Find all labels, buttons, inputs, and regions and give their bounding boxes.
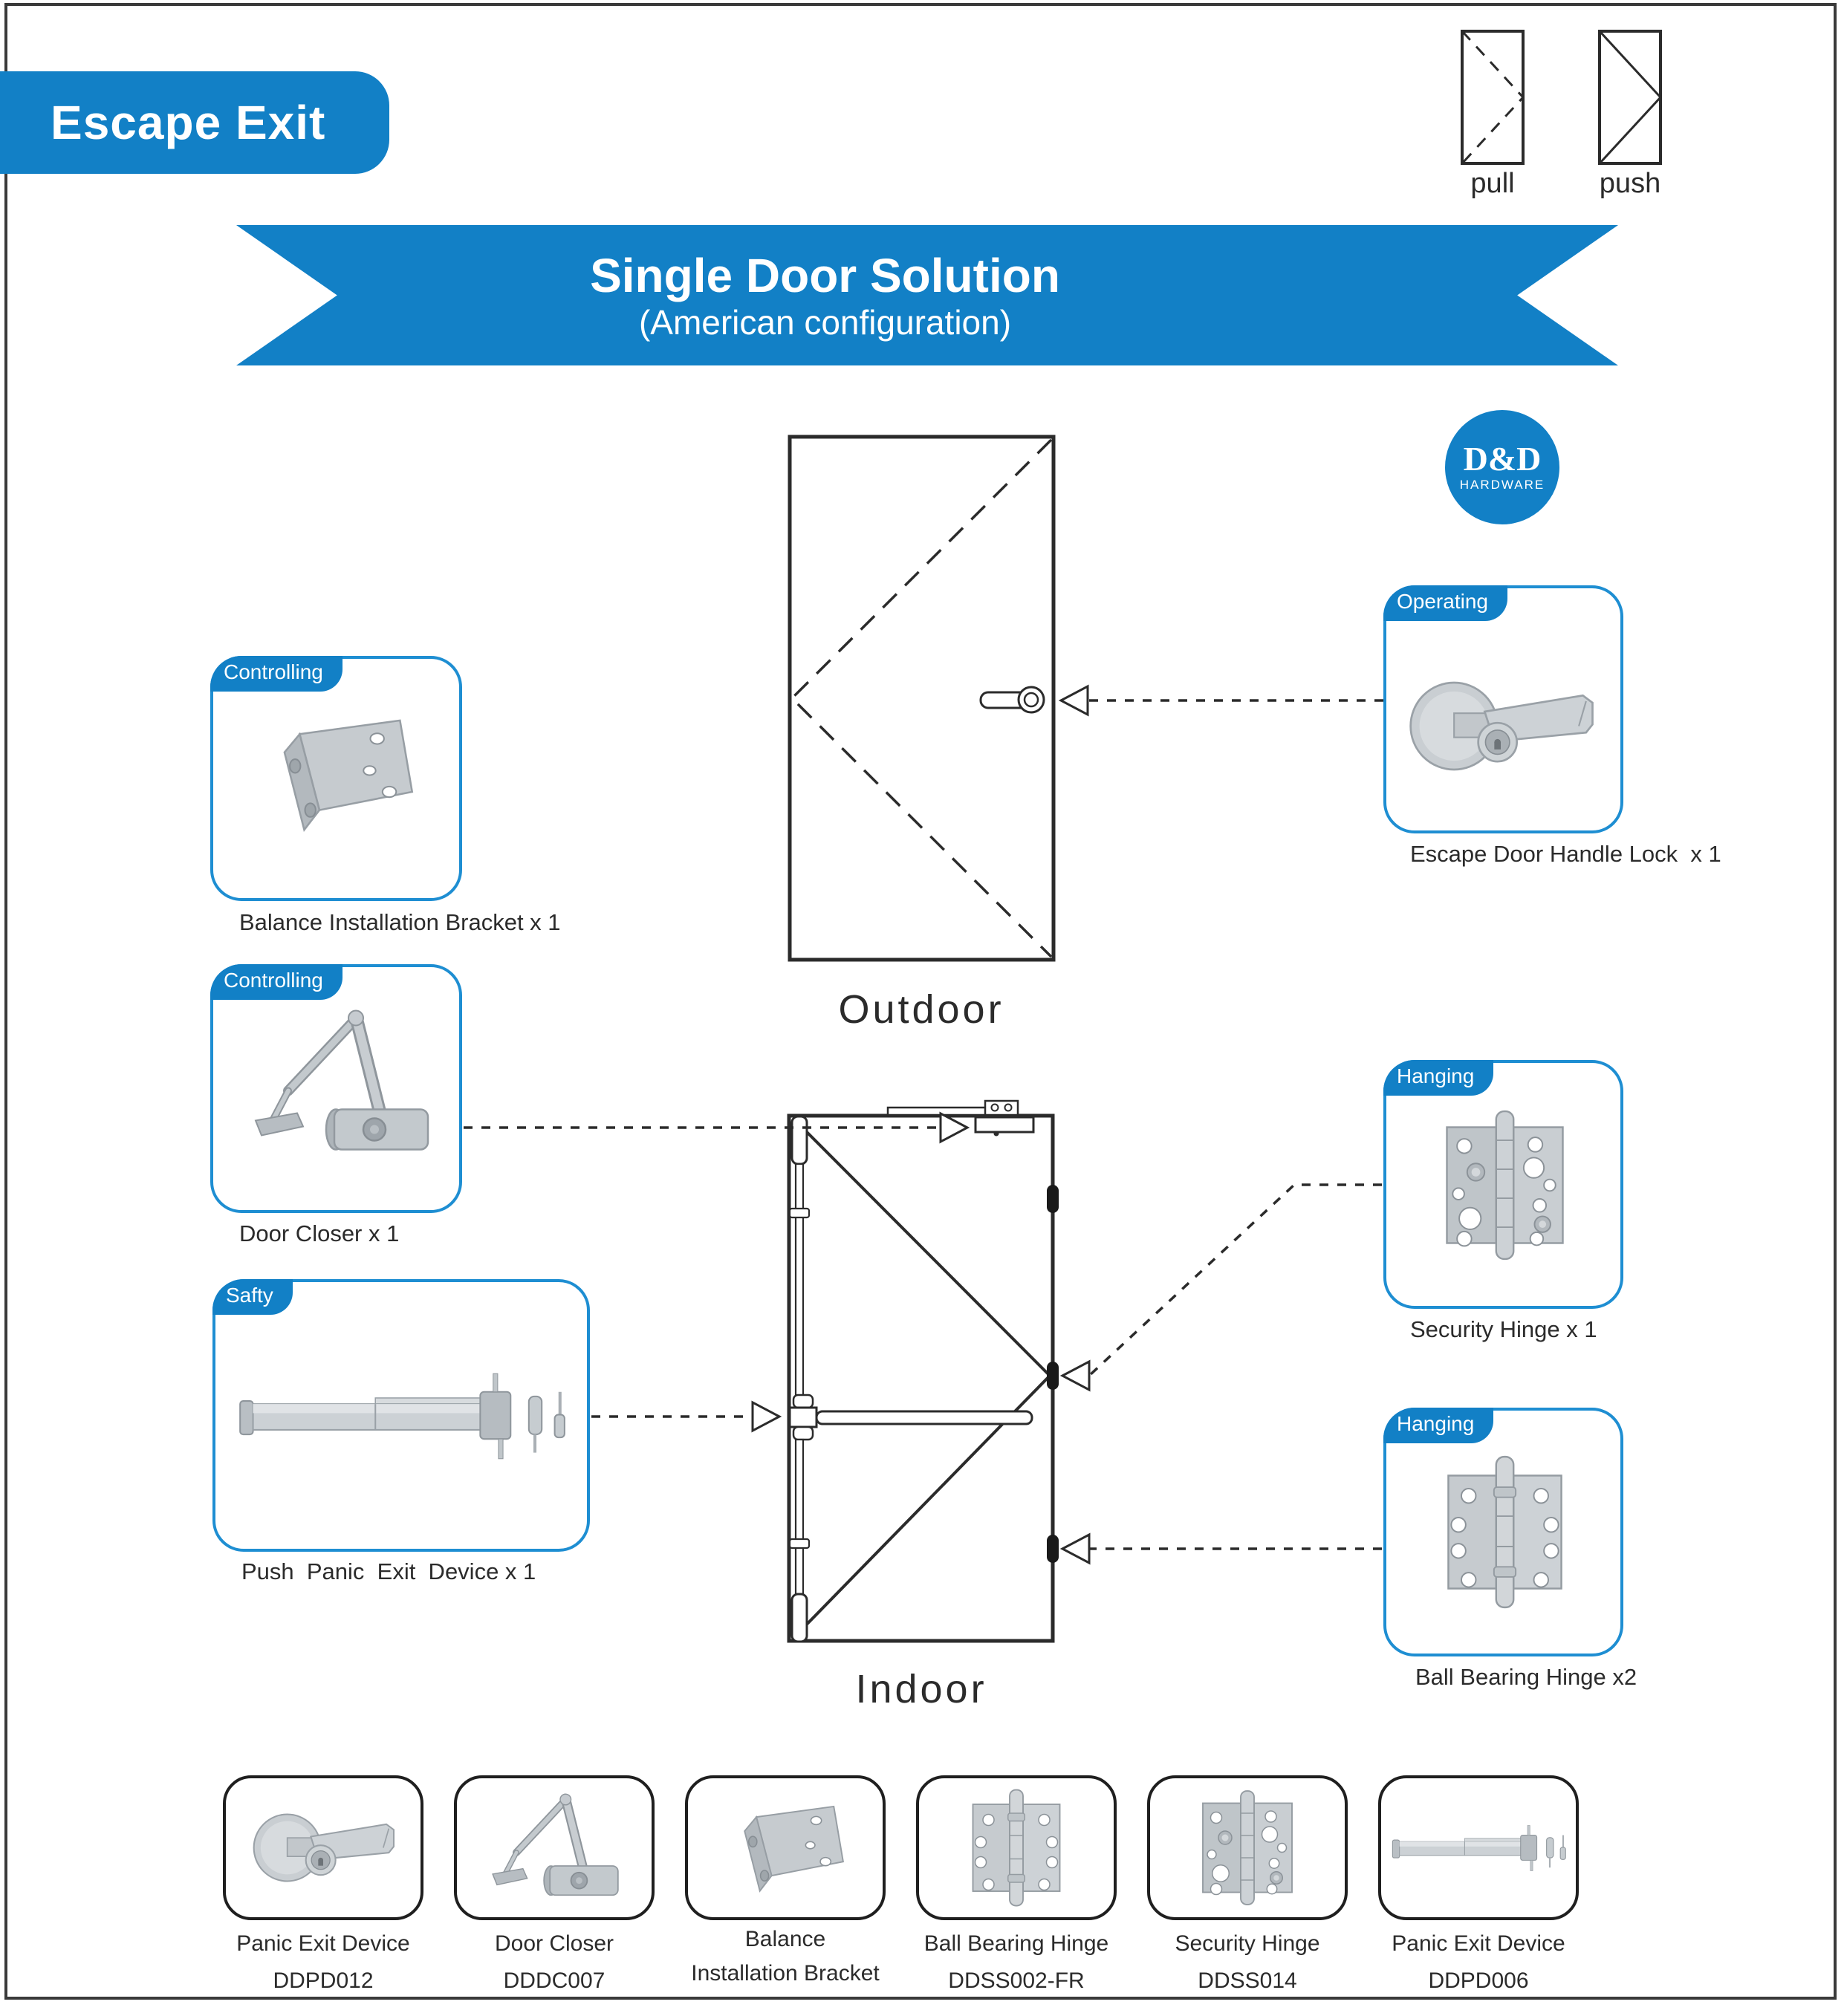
arrowhead-panic-device [751,1400,782,1433]
panic-device-image [234,1370,568,1462]
callout-ballbearing-hinge-caption: Ball Bearing Hinge x2 [1415,1664,1637,1690]
push-label: push [1599,168,1661,199]
product-code: DDPD012 [273,1968,374,1993]
product-name: Panic Exit Device [236,1931,410,1956]
page-title: Escape Exit [51,96,326,149]
hinge-mark-top [1047,1185,1059,1213]
handle-lock-image [1404,661,1597,791]
callout-panic-tag: Safty [212,1279,293,1315]
hinge-mark-bottom [1047,1535,1059,1563]
callout-closer-caption: Door Closer x 1 [239,1220,400,1246]
brand-logo: D&D HARDWARE [1445,410,1559,524]
door-closer-on-door [886,1099,1035,1137]
arrowhead-handle-lock [1058,684,1089,717]
connectors [464,684,1383,1565]
product-name: Door Closer [494,1931,614,1956]
callout-panic-caption: Push Panic Exit Device x 1 [241,1558,536,1584]
panic-device-on-door [788,1115,1033,1643]
bracket-image [721,1792,851,1904]
product-card [1147,1775,1348,1920]
product-card [454,1775,655,1920]
callout-security-hinge-tag: Hanging [1383,1060,1494,1096]
indoor-door [787,1099,1059,1643]
hinge-mark-middle [1047,1362,1059,1390]
callout-bracket-caption: Balance Installation Bracket x 1 [239,909,561,935]
product-code: DDPD006 [1428,1968,1529,1993]
security-hinge-image [1432,1102,1577,1269]
logo-sub: HARDWARE [1459,478,1545,492]
product-name-line2: Installation Bracket [691,1961,880,1986]
arrowhead-door-closer [939,1111,970,1144]
product-card [1378,1775,1579,1920]
callout-operating-tag: Operating [1383,585,1507,621]
ribbon-subtitle: (American configuration) [638,302,1012,342]
push-door-icon [1598,30,1663,165]
product-code: DDSS014 [1198,1968,1297,1993]
callout-security-hinge-caption: Security Hinge x 1 [1410,1316,1597,1342]
outdoor-label: Outdoor [838,987,1004,1032]
product-code: DDSS002-FR [948,1968,1085,1993]
callout-ballbearing-hinge-tag: Hanging [1383,1408,1494,1443]
product-card [916,1775,1117,1920]
security-hinge-image [1192,1786,1303,1909]
product-name: Panic Exit Device [1392,1931,1565,1956]
product-name: Balance [744,1927,826,1951]
ballbearing-hinge-image [1432,1448,1577,1616]
panic-exit-device-image [249,1798,397,1898]
outdoor-door [788,435,1056,962]
door-closer-image [484,1789,625,1908]
ribbon-title: Single Door Solution [590,248,1060,302]
product-card [685,1775,886,1920]
bracket-image [254,702,421,847]
section-ribbon: Single Door Solution (American configura… [236,225,1618,365]
door-handle-icon [979,686,1045,714]
product-card [223,1775,423,1920]
arrowhead-security-hinge [1059,1359,1091,1392]
arrowhead-ballbearing-hinge [1059,1532,1091,1565]
pull-door-icon [1461,30,1525,165]
door-closer-image [244,1001,437,1168]
page-border [4,3,1837,2000]
panic-exit-device-image [1389,1824,1568,1873]
product-name: Ball Bearing Hinge [923,1931,1109,1956]
callout-closer: Controlling [210,964,462,1213]
title-banner: Escape Exit [0,71,389,174]
connector-security-hinge [1088,1183,1382,1377]
product-code: DDDC007 [503,1968,606,1993]
callout-closer-tag: Controlling [210,964,342,1000]
pull-label: pull [1470,168,1515,199]
callout-operating-caption: Escape Door Handle Lock x 1 [1410,841,1721,867]
logo-name: D&D [1463,440,1542,478]
indoor-label: Indoor [855,1667,987,1711]
callout-bracket-tag: Controlling [210,656,342,692]
product-name: Security Hinge [1175,1931,1320,1956]
ballbearing-hinge-image [961,1786,1072,1909]
